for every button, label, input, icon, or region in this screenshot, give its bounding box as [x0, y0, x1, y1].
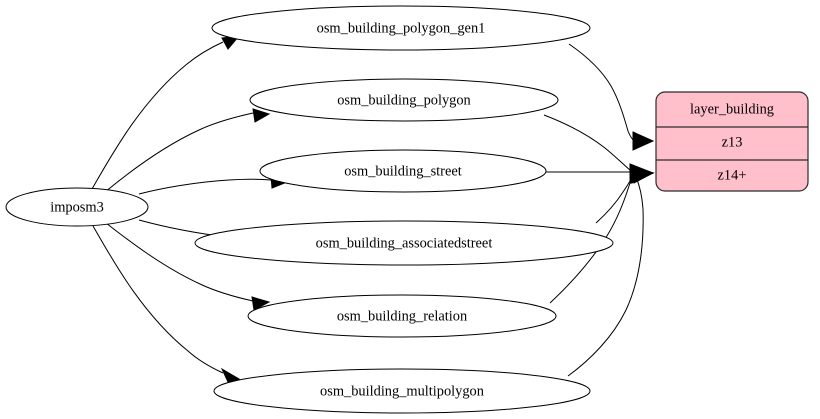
- edge-group-tables-to-layer: [543, 43, 655, 377]
- arrowhead-imposm3-to-osm_building_relation: [251, 296, 271, 311]
- node-osm_building_relation[interactable]: osm_building_relation: [247, 294, 557, 338]
- node-imposm3-label: imposm3: [50, 199, 104, 215]
- node-osm_building_polygon-label: osm_building_polygon: [337, 92, 471, 108]
- arrowhead-osm_building_polygon_gen1-to-layer_z13: [632, 131, 655, 151]
- arrowhead-osm_building_multipolygon-to-layer_z14plus: [631, 168, 655, 184]
- node-osm_building_relation-shape: [247, 294, 557, 338]
- edge-osm_building_associatedstreet-to-layer_z14plus: [595, 174, 635, 224]
- node-osm_building_street-label: osm_building_street: [344, 163, 462, 179]
- node-osm_building_street[interactable]: osm_building_street: [259, 149, 547, 193]
- layer_building-row-z13[interactable]: z13: [722, 134, 743, 150]
- node-osm_building_polygon_gen1[interactable]: osm_building_polygon_gen1: [211, 5, 591, 51]
- node-osm_building_associatedstreet-shape: [194, 220, 614, 266]
- edge-imposm3-to-osm_building_street: [138, 178, 272, 195]
- edge-imposm3-to-osm_building_polygon: [104, 112, 254, 193]
- node-layer_building-shape: [655, 91, 809, 192]
- node-osm_building_polygon_gen1-shape: [211, 5, 591, 51]
- arrowhead-imposm3-to-osm_building_multipolygon: [220, 367, 241, 383]
- node-imposm3-shape: [5, 187, 149, 227]
- node-osm_building_associatedstreet[interactable]: osm_building_associatedstreet: [194, 220, 614, 266]
- edge-imposm3-to-osm_building_multipolygon: [92, 225, 224, 374]
- edge-osm_building_multipolygon-to-layer_z14plus: [567, 176, 644, 377]
- edge-imposm3-to-osm_building_relation: [105, 222, 254, 302]
- node-osm_building_polygon-shape: [249, 78, 559, 122]
- layer_building-title: layer_building: [690, 101, 774, 117]
- node-osm_building_street-shape: [259, 149, 547, 193]
- node-osm_building_multipolygon-label: osm_building_multipolygon: [320, 383, 484, 399]
- node-imposm3[interactable]: imposm3: [5, 187, 149, 227]
- edge-osm_building_polygon-to-layer_z14plus: [543, 114, 632, 172]
- edge-imposm3-to-osm_building_polygon_gen1: [91, 41, 224, 190]
- arrowhead-imposm3-to-osm_building_polygon: [252, 108, 271, 123]
- node-osm_building_multipolygon[interactable]: osm_building_multipolygon: [213, 368, 591, 414]
- node-layer_building[interactable]: layer_building z13 z14+: [655, 91, 809, 192]
- node-osm_building_polygon[interactable]: osm_building_polygon: [249, 78, 559, 122]
- layer_building-row-z14plus[interactable]: z14+: [718, 167, 747, 183]
- node-osm_building_polygon_gen1-label: osm_building_polygon_gen1: [317, 20, 486, 36]
- node-osm_building_relation-label: osm_building_relation: [337, 308, 467, 324]
- edge-osm_building_polygon_gen1-to-layer_z13: [568, 43, 635, 142]
- node-osm_building_multipolygon-shape: [213, 368, 591, 414]
- node-osm_building_associatedstreet-label: osm_building_associatedstreet: [316, 235, 493, 251]
